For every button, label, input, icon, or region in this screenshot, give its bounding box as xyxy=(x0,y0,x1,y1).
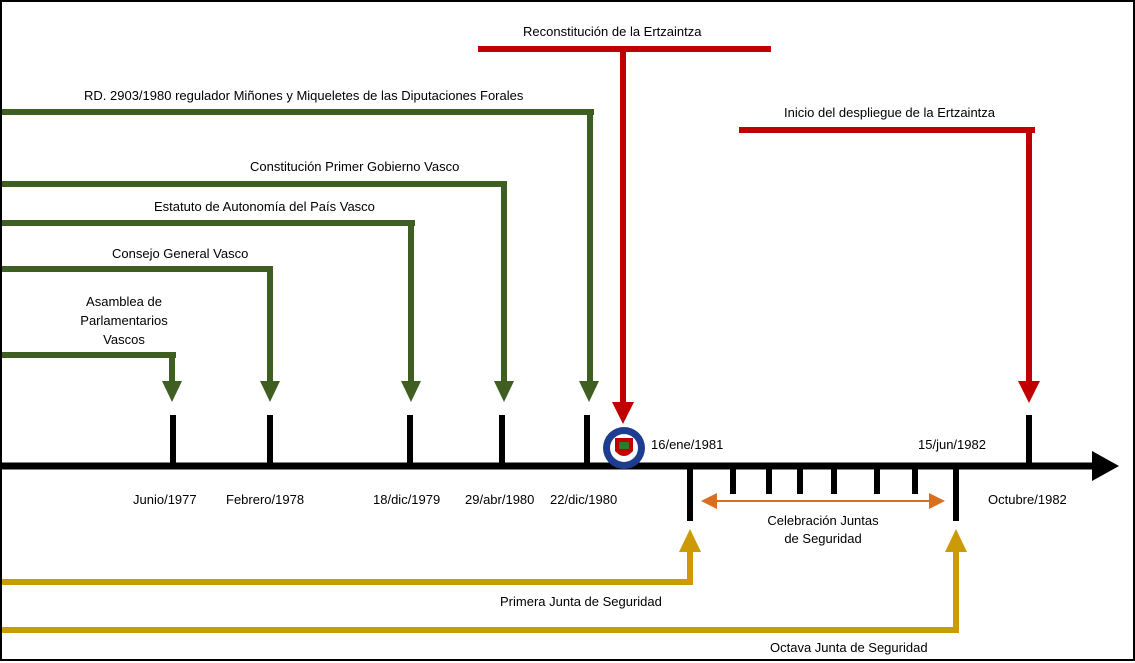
event-label-primera-junta: Primera Junta de Seguridad xyxy=(500,594,662,609)
juntas-range-line-1: Celebración Juntas xyxy=(767,513,879,528)
asamblea-line-2: Parlamentarios xyxy=(80,313,168,328)
juntas-connectors xyxy=(2,529,967,633)
juntas-range-label: Celebración Juntas de Seguridad xyxy=(748,513,898,546)
event-label-reconstitucion: Reconstitución de la Ertzaintza xyxy=(523,24,702,39)
date-label-asamblea: Junio/1977 xyxy=(133,492,197,507)
ertzaintza-logo-icon xyxy=(603,427,645,469)
event-label-estatuto: Estatuto de Autonomía del País Vasco xyxy=(154,199,375,214)
date-label-octava: 15/jun/1982 xyxy=(918,437,986,452)
event-label-consejo: Consejo General Vasco xyxy=(112,246,249,261)
event-label-octava-junta: Octava Junta de Seguridad xyxy=(770,640,928,655)
upper-ticks xyxy=(170,415,1032,463)
date-label-despliegue: Octubre/1982 xyxy=(988,492,1067,507)
date-label-consejo: Febrero/1978 xyxy=(226,492,305,507)
political-connectors xyxy=(2,109,599,402)
timeline-axis xyxy=(2,451,1119,481)
event-label-despliegue: Inicio del despliegue de la Ertzaintza xyxy=(784,105,996,120)
date-label-rd: 22/dic/1980 xyxy=(550,492,618,507)
lower-ticks xyxy=(687,468,959,521)
event-label-gobierno: Constitución Primer Gobierno Vasco xyxy=(250,159,460,174)
ertzaintza-connectors xyxy=(478,46,1040,424)
event-label-rd: RD. 2903/1980 regulador Miñones y Miquel… xyxy=(84,88,524,103)
asamblea-line-3: Vascos xyxy=(103,332,145,347)
juntas-range-line-2: de Seguridad xyxy=(784,531,862,546)
date-label-gobierno: 29/abr/1980 xyxy=(465,492,535,507)
event-label-asamblea: Asamblea de Parlamentarios Vascos xyxy=(60,294,188,347)
date-label-reconstitucion: 16/ene/1981 xyxy=(651,437,724,452)
date-label-estatuto: 18/dic/1979 xyxy=(373,492,441,507)
asamblea-line-1: Asamblea de xyxy=(86,294,162,309)
